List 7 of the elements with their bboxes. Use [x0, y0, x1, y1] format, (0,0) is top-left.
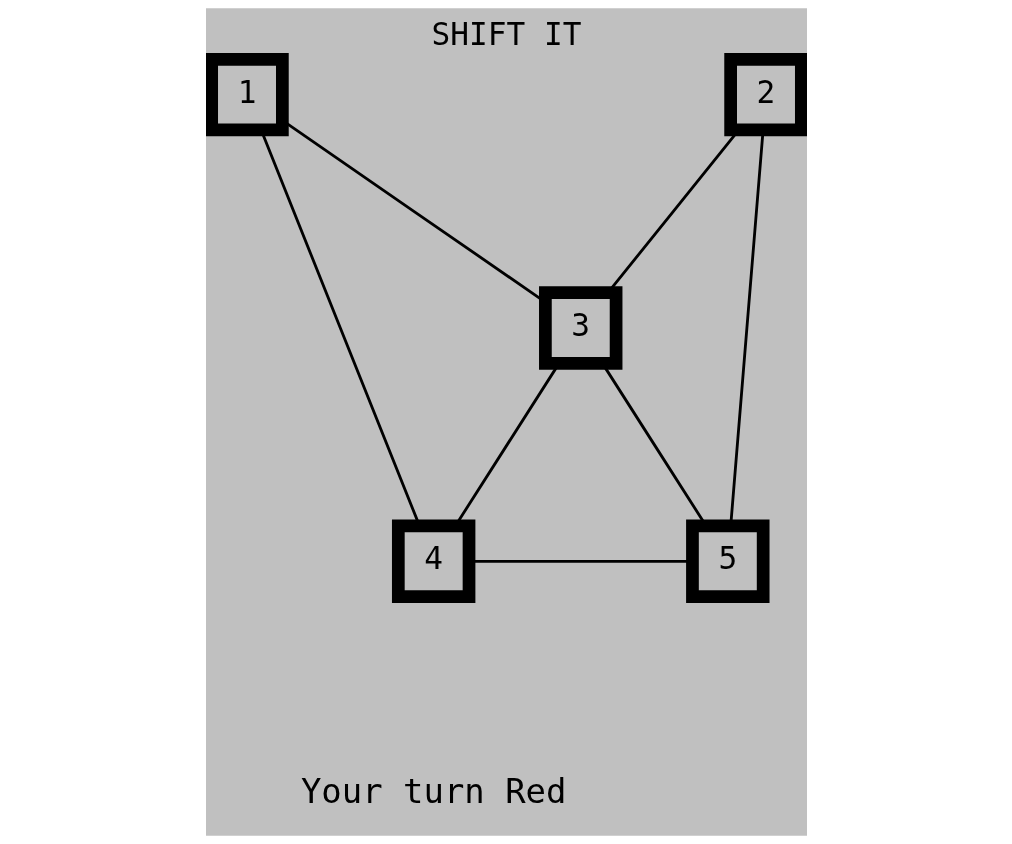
node-box: 4 [391, 519, 475, 603]
node-box: 2 [723, 52, 807, 137]
node-box: 3 [538, 286, 622, 370]
node-box: 5 [685, 519, 770, 603]
diagram-title: SHIFT IT [431, 15, 581, 52]
label: Your turn Red [300, 772, 566, 812]
node-box: 1 [205, 52, 289, 137]
